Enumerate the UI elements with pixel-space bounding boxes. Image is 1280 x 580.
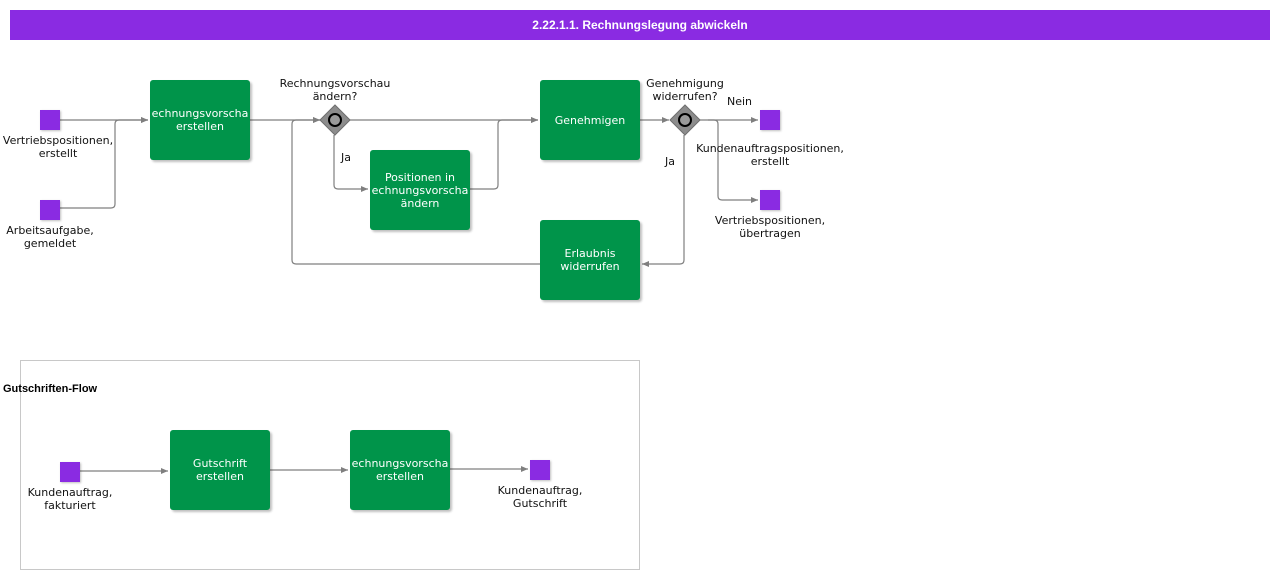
flow-gateway-ja: [333, 135, 368, 192]
flow-label-nein: Nein: [727, 95, 753, 108]
flow-gateway2-to-uebertragen: [708, 119, 758, 203]
group-title: Gutschriften-Flow: [3, 383, 98, 395]
group-start-event[interactable]: [60, 462, 80, 482]
flow-revoke-loop: [291, 117, 540, 265]
event-label: Kundenauftrag, fakturiert: [27, 486, 113, 512]
event-label: Kundenauftrag, Gutschrift: [497, 484, 583, 510]
end-event-kunden[interactable]: [760, 110, 780, 130]
flow-label-ja: Ja: [665, 155, 675, 168]
gateway-vorschau-aendern[interactable]: [319, 104, 351, 136]
gutschriften-group: [20, 360, 640, 570]
flow-arbeit-to-create: [60, 117, 148, 209]
task-group-rechnungsvorschau-erstellen[interactable]: echnungsvorscha erstellen: [350, 430, 450, 510]
start-event-vertrieb[interactable]: [40, 110, 60, 130]
gateway-label: Rechnungsvorschau ändern?: [279, 77, 391, 103]
event-label: Vertriebspositionen, übertragen: [714, 214, 826, 240]
task-positionen-aendern[interactable]: Positionen in echnungsvorscha ändern: [370, 150, 470, 230]
group-end-event[interactable]: [530, 460, 550, 480]
gateway-genehmigung-widerrufen[interactable]: [669, 104, 701, 136]
task-genehmigen[interactable]: Genehmigen: [540, 80, 640, 160]
flow-label-ja: Ja: [341, 151, 351, 164]
event-label: Arbeitsaufgabe, gemeldet: [6, 224, 94, 250]
task-gutschrift-erstellen[interactable]: Gutschrift erstellen: [170, 430, 270, 510]
event-label: Vertriebspositionen, erstellt: [2, 134, 114, 160]
flow-change-to-approve: [470, 117, 538, 190]
start-event-arbeitsaufgabe[interactable]: [40, 200, 60, 220]
task-erlaubnis-widerrufen[interactable]: Erlaubnis widerrufen: [540, 220, 640, 300]
flow-gateway2-ja: [642, 135, 685, 267]
end-event-vertrieb[interactable]: [760, 190, 780, 210]
event-label: Kundenauftragspositionen, erstellt: [696, 142, 844, 168]
gateway-label: Genehmigung widerrufen?: [646, 77, 724, 103]
page-title: 2.22.1.1. Rechnungslegung abwickeln: [10, 10, 1270, 40]
task-rechnungsvorschau-erstellen[interactable]: echnungsvorscha erstellen: [150, 80, 250, 160]
